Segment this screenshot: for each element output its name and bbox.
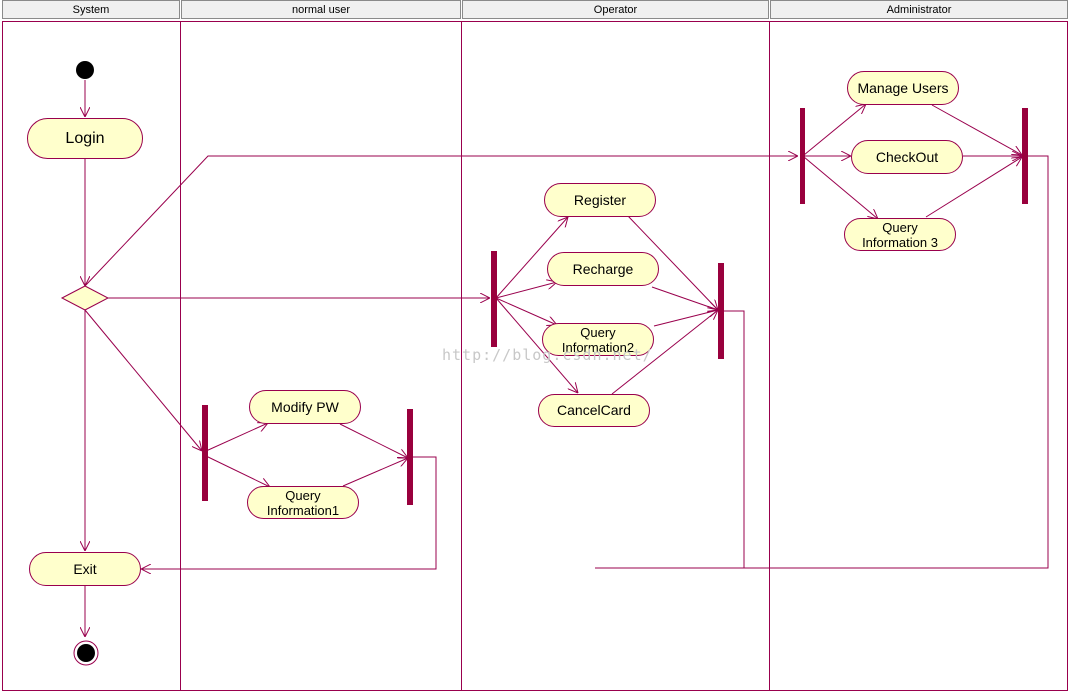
flow-fork-to-modify-pw — [205, 423, 268, 452]
flow-fork-to-cancelcard — [495, 297, 578, 393]
activity-checkout[interactable]: CheckOut — [851, 140, 963, 174]
activity-recharge[interactable]: Recharge — [547, 252, 659, 286]
flow-fork-to-manage-users — [803, 104, 866, 156]
end-node — [77, 644, 95, 662]
decision-node — [60, 285, 110, 311]
activity-query-information1[interactable]: Query Information1 — [247, 486, 359, 519]
flow-query-info1-to-join — [342, 458, 408, 487]
start-node — [76, 61, 94, 79]
flow-user-join-to-exit — [141, 456, 437, 569]
flow-fork-to-query-info2 — [495, 297, 557, 325]
activity-exit[interactable]: Exit — [29, 552, 141, 586]
activity-cancelcard[interactable]: CancelCard — [538, 394, 650, 427]
activity-register[interactable]: Register — [544, 183, 656, 217]
fork-bar-user — [202, 405, 208, 501]
lane-header-normal-user: normal user — [181, 0, 461, 19]
flow-manage-users-to-join — [931, 104, 1022, 155]
flow-fork-to-query-info1 — [205, 455, 270, 487]
join-bar-operator — [718, 263, 724, 359]
flow-admin-join-to-exit — [595, 155, 1049, 569]
lane-header-administrator: Administrator — [770, 0, 1068, 19]
flow-register-to-join — [627, 215, 718, 310]
activity-query-information2[interactable]: Query Information2 — [542, 323, 654, 356]
flow-decision-to-user-fork — [84, 309, 202, 451]
activity-query-information3[interactable]: Query Information 3 — [844, 218, 956, 251]
activity-manage-users[interactable]: Manage Users — [847, 71, 959, 105]
flow-fork-to-recharge — [495, 282, 557, 299]
flow-decision-to-admin-fork — [84, 156, 798, 287]
flow-fork-to-register — [495, 217, 568, 299]
lane-header-operator: Operator — [462, 0, 769, 19]
flow-fork-to-query-info3 — [803, 156, 878, 219]
flow-cancelcard-to-join — [611, 310, 718, 395]
lane-header-system: System — [2, 0, 180, 19]
join-bar-admin — [1022, 108, 1028, 204]
flow-recharge-to-join — [651, 286, 718, 310]
activity-login[interactable]: Login — [27, 118, 143, 159]
flow-modify-pw-to-join — [339, 423, 408, 458]
watermark: http://blog.csdn.net/ — [442, 346, 653, 364]
join-bar-user — [407, 409, 413, 505]
activity-modify-pw[interactable]: Modify PW — [249, 390, 361, 424]
fork-bar-operator — [491, 251, 497, 347]
fork-bar-admin — [800, 108, 805, 204]
flow-query-info3-to-join — [925, 157, 1022, 218]
